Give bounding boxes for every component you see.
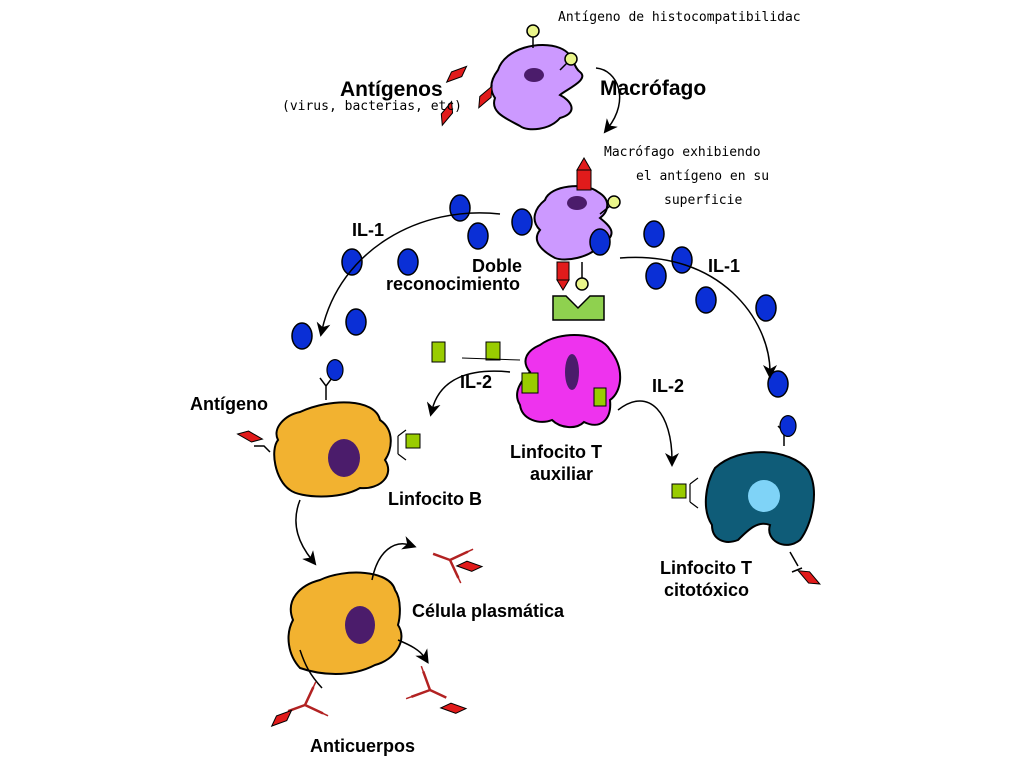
presented-antigen-top bbox=[576, 169, 592, 191]
label-macrophage-display-1: Macrófago exhibiendo bbox=[604, 145, 761, 160]
label-histocompatibility: Antígeno de histocompatibilidac bbox=[558, 10, 801, 25]
macrophage-top bbox=[490, 24, 584, 131]
arrow-il1-left bbox=[316, 212, 501, 337]
arrow-plasma-antibody-2 bbox=[299, 649, 323, 689]
plasma-cell bbox=[287, 571, 403, 675]
tcr-receptor bbox=[552, 295, 605, 321]
label-macrophage: Macrófago bbox=[600, 77, 706, 100]
label-double-recognition-1: Doble bbox=[472, 256, 522, 276]
arrow-macrophage-ingest bbox=[595, 67, 621, 134]
label-macrophage-display-2: el antígeno en su bbox=[636, 169, 769, 184]
helper-t-lymphocyte bbox=[516, 334, 622, 428]
arrow-b-to-plasma bbox=[295, 499, 317, 566]
label-antigen: Antígeno bbox=[190, 394, 268, 414]
label-helper-t-2: auxiliar bbox=[530, 464, 593, 484]
cytotoxic-t-lymphocyte bbox=[671, 415, 821, 590]
label-b-lymphocyte: Linfocito B bbox=[388, 489, 482, 509]
label-helper-t-1: Linfocito T bbox=[510, 442, 602, 462]
label-cytotoxic-t-2: citotóxico bbox=[664, 580, 749, 600]
free-antigens bbox=[435, 65, 498, 126]
macrophage-presenting bbox=[533, 157, 621, 291]
label-antigens-examples: (virus, bacterias, etc) bbox=[282, 99, 462, 114]
arrow-il2-left bbox=[426, 370, 511, 417]
arrow-il2-right bbox=[617, 400, 679, 467]
label-il1-right: IL-1 bbox=[708, 256, 740, 276]
arrow-il1-right bbox=[619, 256, 777, 379]
label-plasma-cell: Célula plasmática bbox=[412, 601, 565, 621]
label-il2-right: IL-2 bbox=[652, 376, 684, 396]
label-il1-left: IL-1 bbox=[352, 220, 384, 240]
presented-antigen-bottom bbox=[556, 261, 570, 281]
label-antigens: Antígenos bbox=[340, 78, 443, 101]
arrow-plasma-antibody-1 bbox=[371, 536, 417, 581]
b-lymphocyte bbox=[237, 359, 421, 498]
il2-molecules bbox=[431, 341, 521, 363]
macrophage-nucleus bbox=[524, 68, 544, 82]
arrow-plasma-antibody-3 bbox=[397, 639, 429, 664]
label-macrophage-display-3: superficie bbox=[664, 193, 742, 208]
label-il2-left: IL-2 bbox=[460, 372, 492, 392]
hla-marker bbox=[526, 24, 540, 38]
label-double-recognition-2: reconocimiento bbox=[386, 274, 520, 294]
label-antibodies: Anticuerpos bbox=[310, 736, 415, 756]
label-cytotoxic-t-1: Linfocito T bbox=[660, 558, 752, 578]
